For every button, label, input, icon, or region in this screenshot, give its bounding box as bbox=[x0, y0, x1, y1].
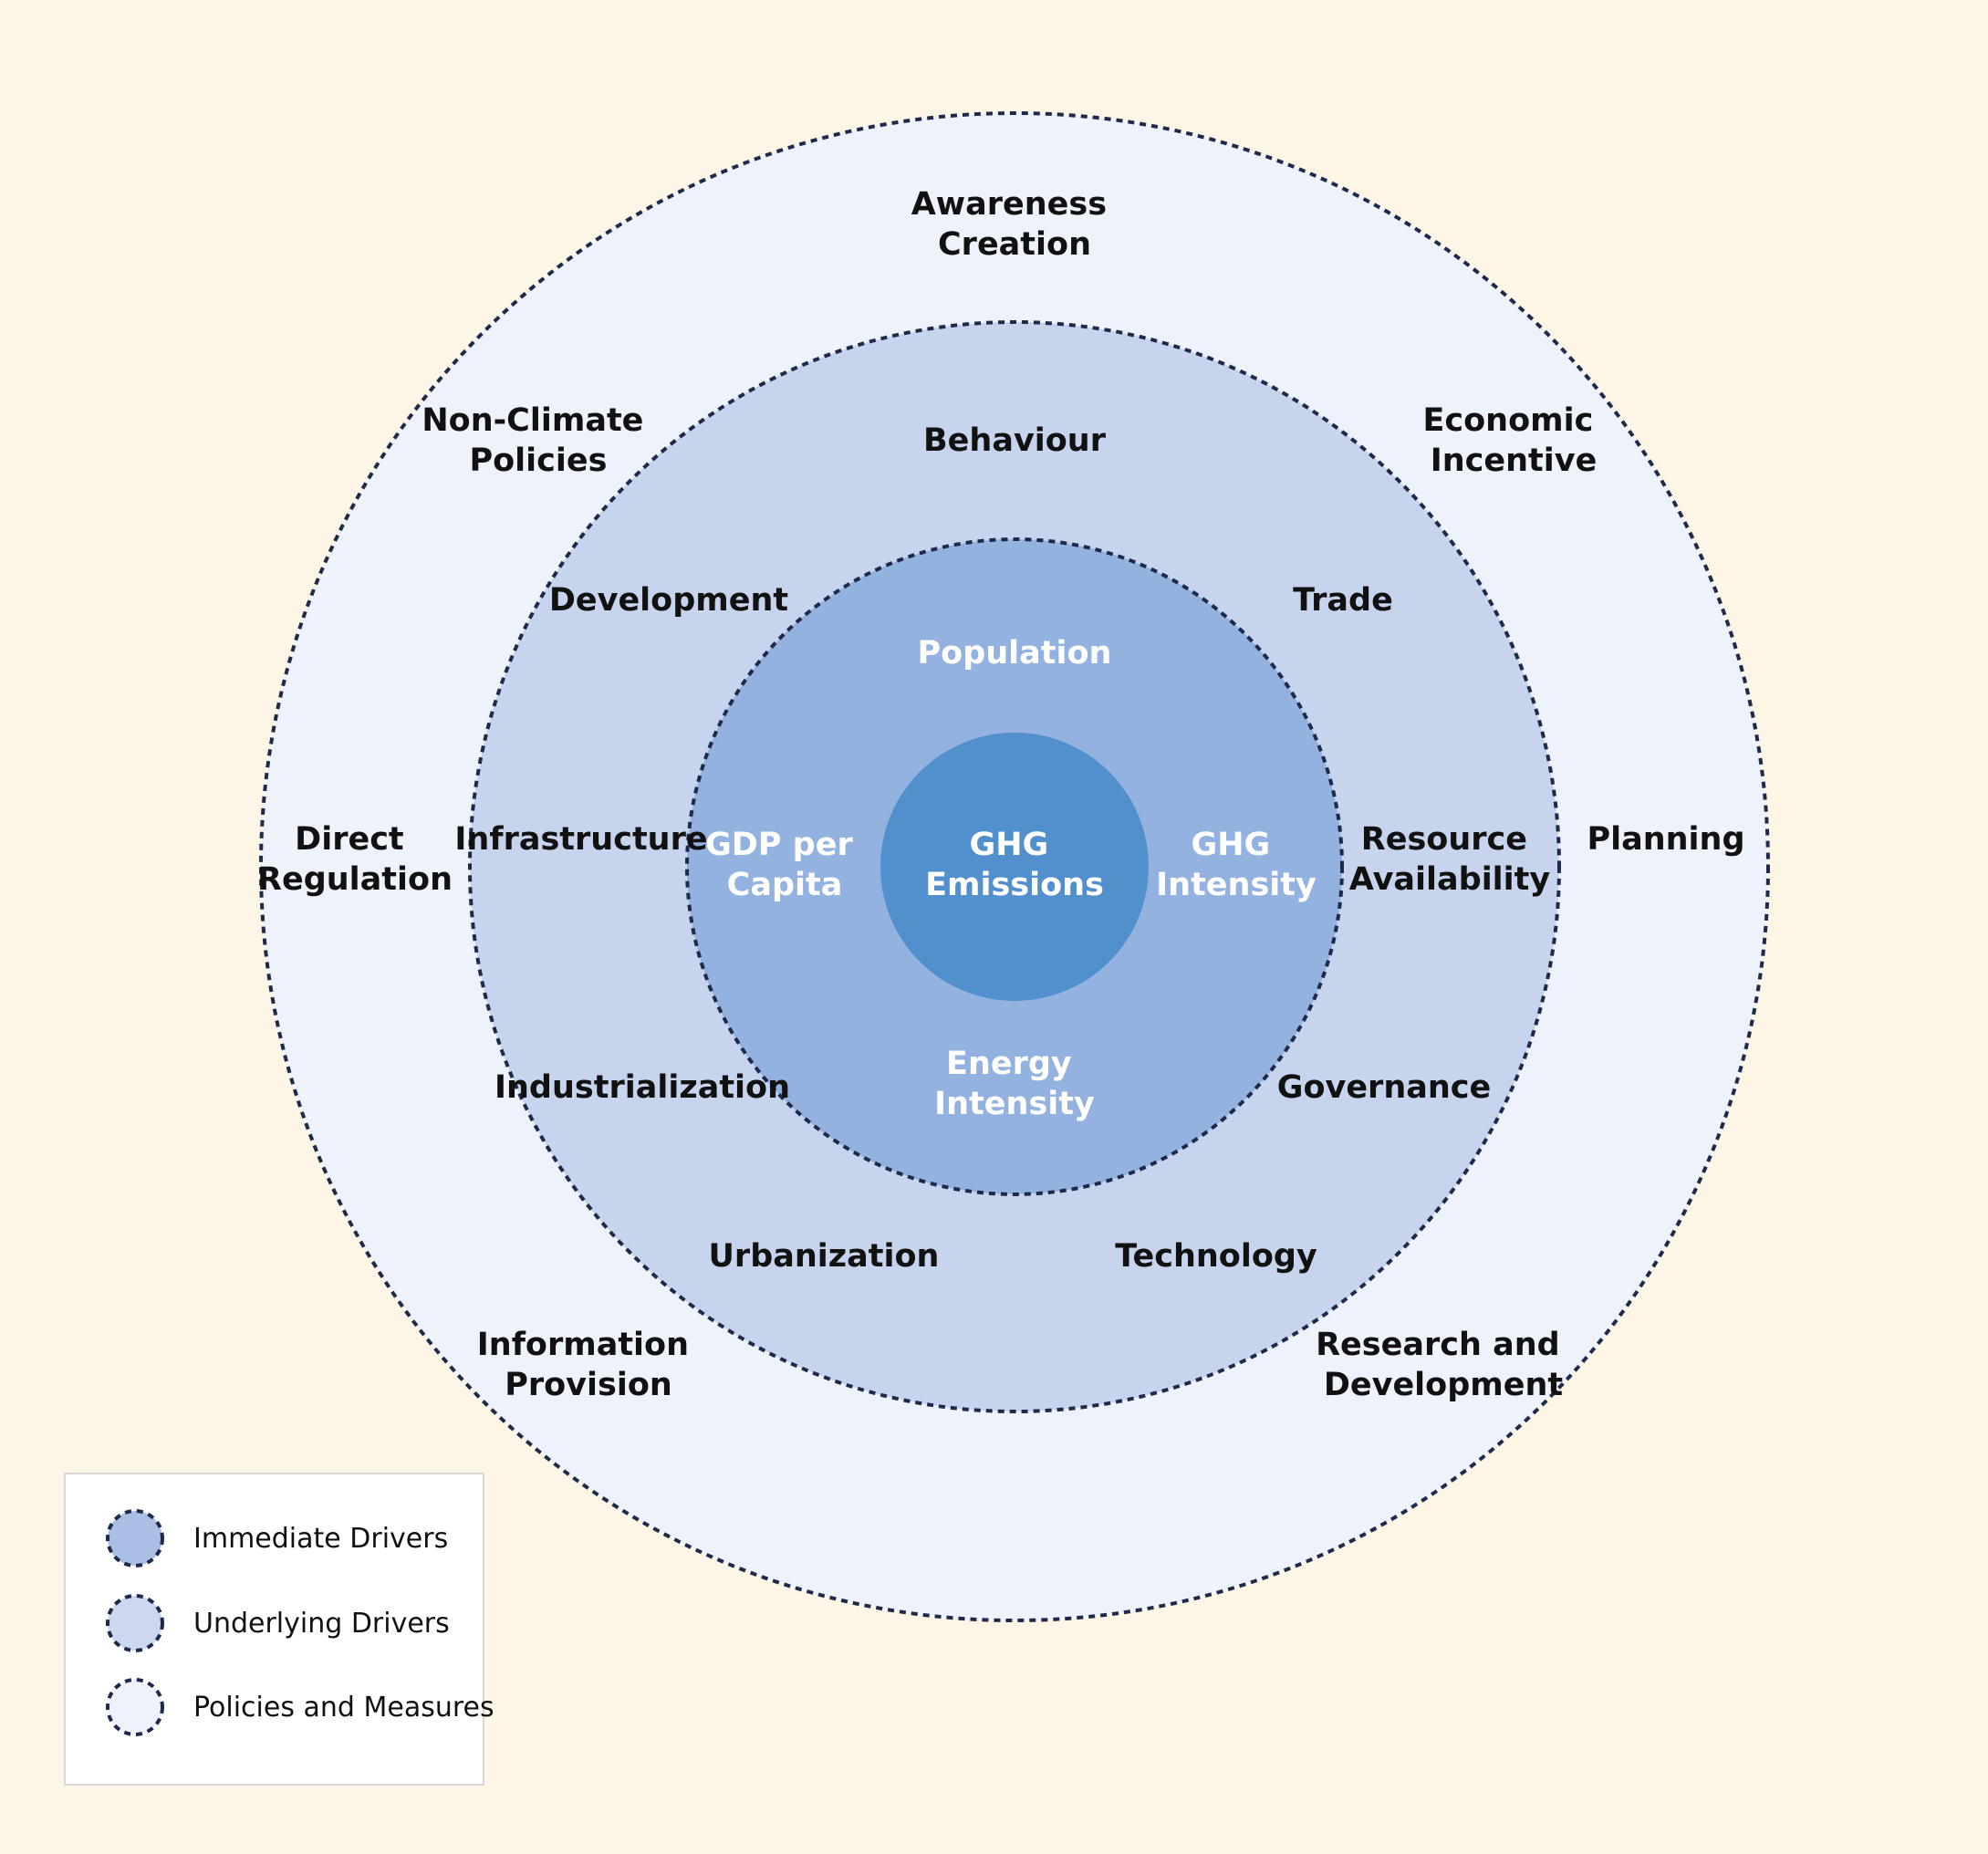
label-development: Development bbox=[549, 582, 788, 619]
legend-label-underlying-drivers: Underlying Drivers bbox=[193, 1608, 450, 1640]
label-research-and-development: Research and Development bbox=[1316, 1327, 1571, 1403]
label-gdp-per-capita: GDP per Capita bbox=[705, 827, 864, 903]
core-circle bbox=[880, 733, 1149, 1001]
label-behaviour: Behaviour bbox=[923, 422, 1107, 459]
legend-label-policies-and-measures: Policies and Measures bbox=[193, 1692, 494, 1724]
label-urbanization: Urbanization bbox=[709, 1238, 940, 1275]
label-ghg-emissions: GHG Emissions bbox=[925, 827, 1104, 903]
legend-swatch-immediate-drivers bbox=[106, 1509, 164, 1568]
label-ghg-intensity: GHG Intensity bbox=[1156, 827, 1317, 903]
label-non-climate-policies: Non-Climate Policies bbox=[422, 402, 654, 479]
legend-label-immediate-drivers: Immediate Drivers bbox=[193, 1523, 448, 1555]
legend-swatch-underlying-drivers bbox=[106, 1594, 164, 1652]
label-energy-intensity: Energy Intensity bbox=[934, 1046, 1095, 1122]
label-awareness-creation: Awareness Creation bbox=[911, 186, 1119, 263]
legend: Immediate Drivers Underlying Drivers Pol… bbox=[64, 1473, 494, 1786]
label-industrialization: Industrialization bbox=[494, 1069, 790, 1106]
label-economic-incentive: Economic Incentive bbox=[1422, 402, 1604, 479]
label-direct-regulation: Direct Regulation bbox=[257, 821, 453, 898]
legend-swatch-policies-and-measures bbox=[106, 1678, 164, 1736]
label-planning: Planning bbox=[1587, 821, 1744, 858]
label-technology: Technology bbox=[1115, 1238, 1317, 1275]
label-infrastructure: Infrastructure bbox=[454, 821, 707, 858]
label-trade: Trade bbox=[1293, 582, 1393, 619]
label-information-provision: Information Provision bbox=[477, 1327, 700, 1403]
label-population: Population bbox=[918, 635, 1112, 672]
label-resource-availability: Resource Availability bbox=[1349, 821, 1551, 898]
label-governance: Governance bbox=[1277, 1069, 1492, 1106]
